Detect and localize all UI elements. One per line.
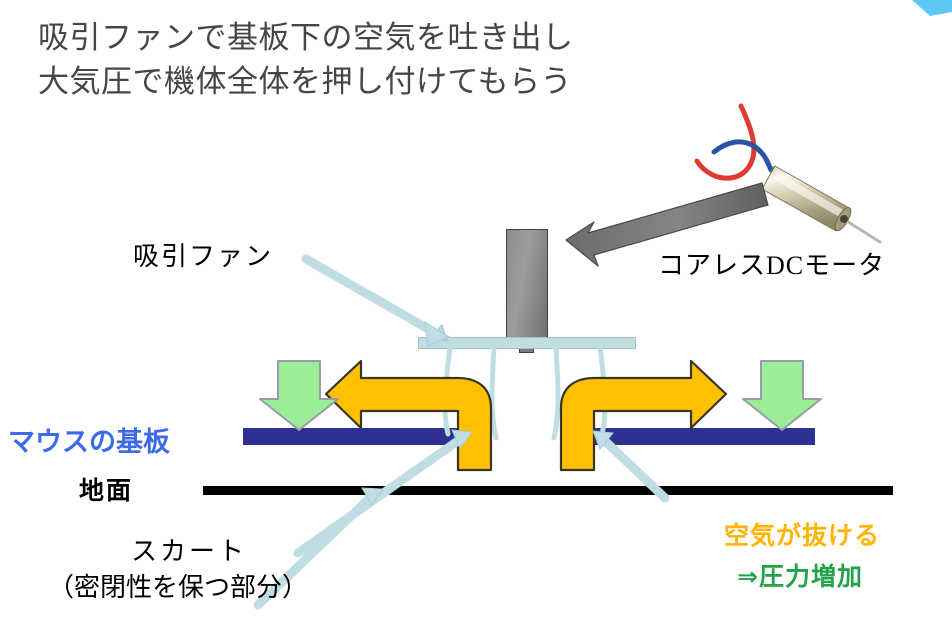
suction-fan-blade	[418, 337, 636, 349]
label-ground: 地面	[79, 477, 134, 505]
mouse-board-left	[243, 428, 471, 445]
exhaust-airflow-arrow-left	[324, 359, 493, 472]
page-title: 吸引ファンで基板下の空気を吐き出し 大気圧で機体全体を押し付けてもらう	[38, 16, 738, 104]
label-suction-fan: 吸引ファン	[133, 242, 274, 271]
atmospheric-pressure-down-arrow-right	[742, 360, 822, 431]
airflow-stream-lines	[442, 344, 608, 441]
ground-line	[203, 486, 893, 495]
label-skirt-description: （密閉性を保つ部分）	[48, 573, 309, 602]
mouse-board-right	[578, 428, 815, 445]
label-pressure-increase: ⇒圧力増加	[737, 563, 863, 591]
label-air-escape: 空気が抜ける	[724, 522, 881, 550]
title-line-1: 吸引ファンで基板下の空気を吐き出し	[38, 20, 574, 55]
motor-body-block	[506, 229, 548, 341]
exhaust-airflow-arrow-right	[559, 359, 728, 472]
label-skirt: スカート	[131, 537, 248, 566]
corner-decoration-icon	[912, 0, 952, 16]
label-coreless-dc-motor: コアレスDCモータ	[658, 251, 886, 280]
leader-line-fan-icon	[301, 254, 451, 347]
label-mouse-board: マウスの基板	[8, 427, 170, 457]
atmospheric-pressure-down-arrow-left	[259, 360, 339, 431]
title-line-2: 大気圧で機体全体を押し付けてもらう	[38, 64, 572, 100]
coreless-dc-motor-photo	[694, 103, 882, 244]
